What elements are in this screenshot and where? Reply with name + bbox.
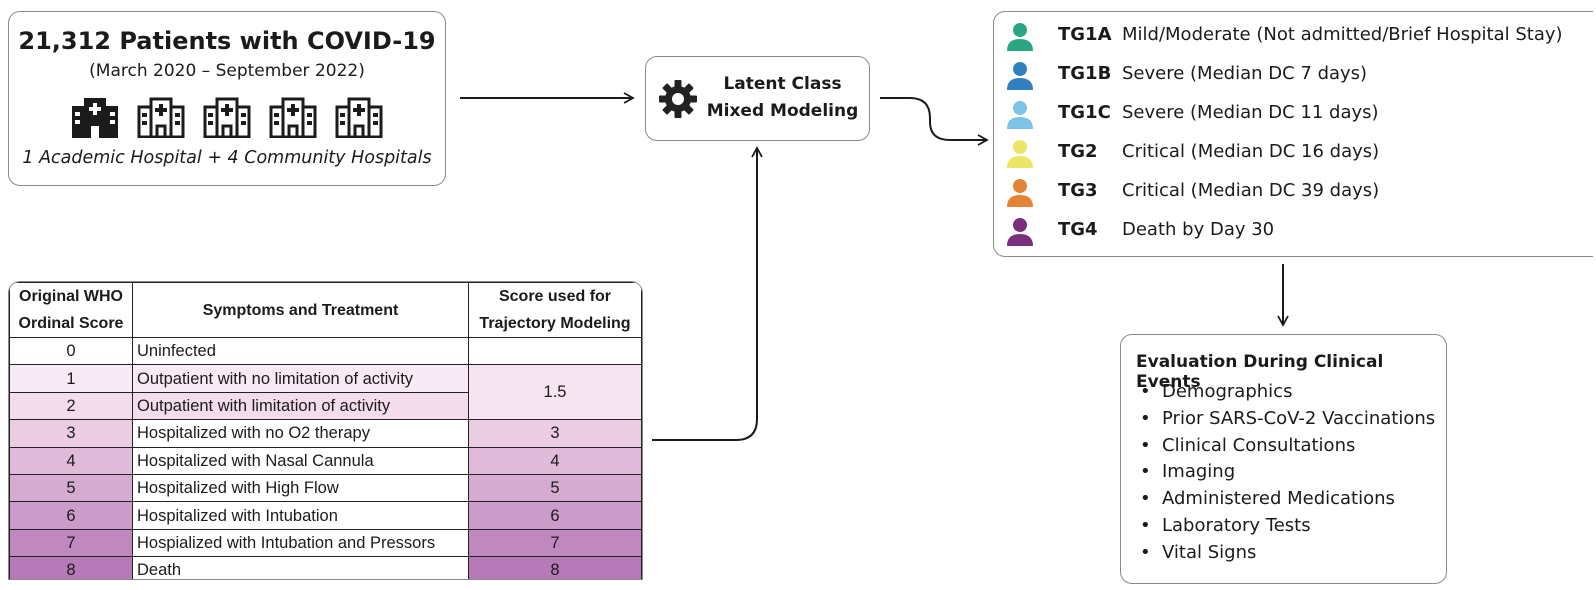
trajectory-group-description: Critical (Median DC 16 days) bbox=[1122, 141, 1380, 162]
arrow-model-to-groups bbox=[880, 97, 989, 146]
model-label-line2: Mixed Modeling bbox=[706, 101, 859, 121]
table-row: 1 Outpatient with no limitation of activ… bbox=[9, 364, 642, 421]
description-cell: Hospialized with Intubation and Pressors bbox=[132, 528, 469, 558]
trajectory-group-row: TG1A Mild/Moderate (Not admitted/Brief H… bbox=[994, 19, 1594, 53]
hospital-icon-filled bbox=[72, 98, 118, 138]
trajectory-group-row: TG3 Critical (Median DC 39 days) bbox=[994, 175, 1594, 209]
description-cell: Hospitalized with Nasal Cannula bbox=[132, 446, 469, 475]
trajectory-score-cell: 5 bbox=[468, 473, 642, 503]
score-cell: 0 bbox=[9, 336, 133, 366]
trajectory-group-description: Critical (Median DC 39 days) bbox=[1122, 180, 1380, 201]
hospital-icon bbox=[137, 97, 185, 138]
trajectory-group-description: Severe (Median DC 7 days) bbox=[1122, 63, 1368, 84]
person-icon bbox=[1007, 62, 1033, 90]
trajectory-groups-box: TG1A Mild/Moderate (Not admitted/Brief H… bbox=[993, 11, 1593, 257]
score-cell: 8 bbox=[9, 556, 133, 579]
table-row: 5 Hospitalized with High Flow 5 bbox=[9, 473, 642, 503]
trajectory-group-row: TG2 Critical (Median DC 16 days) bbox=[994, 136, 1594, 170]
person-icon bbox=[1007, 23, 1033, 51]
cohort-dates: (March 2020 – September 2022) bbox=[89, 61, 365, 81]
hospital-icon bbox=[269, 97, 317, 138]
trajectory-score-cell: 7 bbox=[468, 528, 642, 558]
hospital-icon-row bbox=[9, 96, 445, 146]
score-cell: 4 bbox=[9, 446, 133, 475]
arrow-table-to-model bbox=[652, 146, 763, 441]
gear-icon bbox=[659, 80, 697, 118]
description-cell: Hospitalized with Intubation bbox=[132, 501, 469, 530]
who-score-table: Original WHO Ordinal Score Symptoms and … bbox=[8, 281, 643, 580]
cohort-box: 21,312 Patients with COVID-19 (March 202… bbox=[8, 11, 446, 186]
evaluation-box: Evaluation During Clinical Events Demogr… bbox=[1120, 334, 1447, 584]
list-item: Prior SARS-CoV-2 Vaccinations bbox=[1136, 406, 1435, 433]
person-icon bbox=[1007, 179, 1033, 207]
header-text: Score used for bbox=[498, 288, 612, 305]
trajectory-group-description: Severe (Median DC 11 days) bbox=[1122, 102, 1379, 123]
list-item: Imaging bbox=[1136, 459, 1435, 486]
header-trajectory-score: Score used for Trajectory Modeling bbox=[468, 282, 642, 338]
trajectory-score-cell: 1.5 bbox=[468, 364, 642, 421]
description-cell: Death bbox=[132, 556, 469, 579]
trajectory-score-cell: 4 bbox=[468, 446, 642, 475]
table-row: 4 Hospitalized with Nasal Cannula 4 bbox=[9, 446, 642, 475]
person-icon bbox=[1007, 218, 1033, 246]
description-cell: Uninfected bbox=[132, 336, 469, 366]
hospital-icon bbox=[203, 97, 251, 138]
description-cell: Hospitalized with no O2 therapy bbox=[132, 419, 469, 448]
trajectory-group-code: TG4 bbox=[1058, 219, 1098, 240]
trajectory-group-row: TG1C Severe (Median DC 11 days) bbox=[994, 97, 1594, 131]
trajectory-group-row: TG1B Severe (Median DC 7 days) bbox=[994, 58, 1594, 92]
header-text: Trajectory Modeling bbox=[479, 315, 631, 332]
score-cell: 6 bbox=[9, 501, 133, 530]
trajectory-group-row: TG4 Death by Day 30 bbox=[994, 214, 1594, 248]
model-box: Latent Class Mixed Modeling bbox=[645, 56, 870, 141]
trajectory-group-description: Death by Day 30 bbox=[1122, 219, 1275, 240]
table-row: 2 Outpatient with limitation of activity bbox=[9, 391, 642, 421]
evaluation-list: Demographics Prior SARS-CoV-2 Vaccinatio… bbox=[1136, 379, 1435, 567]
table-row: 0 Uninfected bbox=[9, 336, 642, 366]
table-row: 7 Hospialized with Intubation and Presso… bbox=[9, 528, 642, 558]
trajectory-score-cell: 6 bbox=[468, 501, 642, 530]
score-cell: 7 bbox=[9, 528, 133, 558]
header-symptoms: Symptoms and Treatment bbox=[132, 282, 469, 338]
cohort-caption: 1 Academic Hospital + 4 Community Hospit… bbox=[22, 148, 432, 168]
table-row: 3 Hospitalized with no O2 therapy 3 bbox=[9, 419, 642, 448]
trajectory-group-code: TG1B bbox=[1058, 63, 1112, 84]
hospital-icon bbox=[335, 97, 383, 138]
score-cell: 2 bbox=[9, 391, 133, 421]
header-original-score: Original WHO Ordinal Score bbox=[9, 282, 133, 338]
model-label-line1: Latent Class bbox=[723, 74, 842, 94]
trajectory-group-code: TG1A bbox=[1058, 24, 1112, 45]
trajectory-group-code: TG1C bbox=[1058, 102, 1111, 123]
description-cell: Hospitalized with High Flow bbox=[132, 473, 469, 503]
person-icon bbox=[1007, 140, 1033, 168]
trajectory-group-code: TG2 bbox=[1058, 141, 1098, 162]
trajectory-score-cell: 8 bbox=[468, 556, 642, 579]
description-cell: Outpatient with no limitation of activit… bbox=[132, 364, 469, 393]
score-cell: 5 bbox=[9, 473, 133, 503]
list-item: Clinical Consultations bbox=[1136, 433, 1435, 460]
list-item: Demographics bbox=[1136, 379, 1435, 406]
trajectory-score-cell: 3 bbox=[468, 419, 642, 448]
cohort-title: 21,312 Patients with COVID-19 bbox=[18, 27, 436, 55]
score-cell: 3 bbox=[9, 419, 133, 448]
trajectory-group-code: TG3 bbox=[1058, 180, 1098, 201]
header-text: Ordinal Score bbox=[18, 315, 124, 332]
list-item: Administered Medications bbox=[1136, 486, 1435, 513]
table-row: 8 Death 8 bbox=[9, 556, 642, 579]
person-icon bbox=[1007, 101, 1033, 129]
trajectory-group-description: Mild/Moderate (Not admitted/Brief Hospit… bbox=[1122, 24, 1563, 45]
description-cell: Outpatient with limitation of activity bbox=[132, 391, 469, 421]
list-item: Vital Signs bbox=[1136, 540, 1435, 567]
table-row: 6 Hospitalized with Intubation 6 bbox=[9, 501, 642, 530]
table-header-row: Original WHO Ordinal Score Symptoms and … bbox=[9, 282, 642, 338]
list-item: Laboratory Tests bbox=[1136, 513, 1435, 540]
header-text: Original WHO bbox=[19, 288, 123, 305]
model-label: Latent Class Mixed Modeling bbox=[704, 71, 861, 125]
score-cell: 1 bbox=[9, 364, 133, 393]
trajectory-score-cell bbox=[468, 336, 642, 366]
